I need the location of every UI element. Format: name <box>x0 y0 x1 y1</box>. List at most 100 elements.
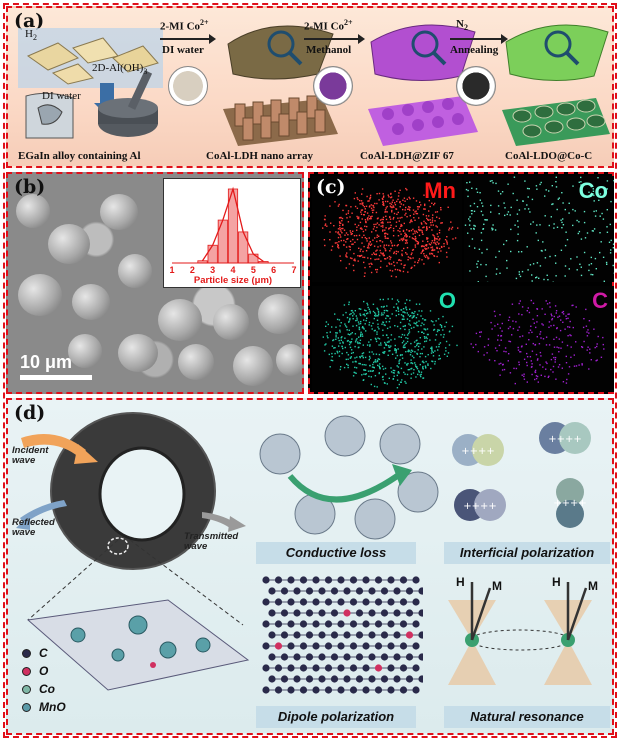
sem-particle <box>72 284 110 320</box>
histogram-x-label: Particle size (μm) <box>194 275 272 286</box>
eds-map-o: O <box>312 286 462 392</box>
m-moment-label: M <box>492 579 502 593</box>
histogram-x-tick-label: 5 <box>251 265 256 275</box>
step2-solvent: Methanol <box>306 44 352 56</box>
histogram-bar <box>248 253 259 264</box>
stage-label-coal-ldo: CoAl-LDO@Co-C <box>505 150 593 162</box>
sem-particle <box>118 334 158 372</box>
step3-process: Annealing <box>450 44 499 56</box>
histogram-x-tick-label: 4 <box>230 265 235 275</box>
coal-ldh-zif67-illustration <box>368 24 478 146</box>
sem-particle <box>233 346 273 386</box>
panel-c-letter: (c) <box>316 176 346 198</box>
particle-size-histogram: 1 2 3 4 5 6 7 Particle size (μm) <box>163 178 301 288</box>
legend-dot <box>22 703 31 713</box>
legend-dot <box>22 649 31 659</box>
mechanism-label-interfacial-polarization: Interficial polarization <box>444 542 610 564</box>
carbon-lattice-zoom <box>26 540 250 691</box>
histogram-x-tick-label: 3 <box>210 265 215 275</box>
toroid-absorber-illustration <box>50 412 216 570</box>
eds-label-c: C <box>592 288 608 313</box>
sem-particle <box>158 299 202 341</box>
mechanism-label-conductive-loss: Conductive loss <box>256 542 416 564</box>
histogram-x-tick-label: 7 <box>291 265 296 275</box>
stage-label-zif67: CoAl-LDH@ZIF 67 <box>360 150 454 162</box>
step1-reagents: 2-MI Co2+ <box>160 18 209 33</box>
sem-particle <box>18 274 62 316</box>
step1-arrow <box>160 34 216 44</box>
mechanism-label-dipole-polarization: Dipole polarization <box>256 706 416 728</box>
stage-label-coal-ldh: CoAl-LDH nano array <box>206 150 313 162</box>
incident-wave-arrow <box>21 434 98 464</box>
legend-item: C <box>22 646 48 660</box>
eds-label-mn: Mn <box>424 178 456 203</box>
svg-text:++++: ++++ <box>461 446 495 457</box>
coal-ldh-illustration <box>223 25 338 146</box>
scale-bar <box>20 375 92 380</box>
eds-map-co: Co <box>464 176 614 282</box>
m-moment-label: M <box>588 579 598 593</box>
reflected-wave-arrow <box>16 500 67 530</box>
nuaa-badge-1 <box>168 66 208 106</box>
interfacial-polarization-illustration: ++++ ++++ ++++ ++++ <box>452 422 591 528</box>
eds-dots-c <box>470 299 605 385</box>
nuaa-badge-2 <box>313 66 353 106</box>
svg-text:++++: ++++ <box>463 501 497 512</box>
transmitted-wave-arrow <box>202 512 246 532</box>
histogram-x-tick-label: 6 <box>271 265 276 275</box>
histogram-bar <box>207 244 218 264</box>
stage-label-egain: EGaIn alloy containing Al <box>18 150 141 162</box>
conductive-loss-illustration <box>259 415 439 540</box>
h-field-label: H <box>456 575 465 589</box>
histogram-svg: 1 2 3 4 5 6 7 Particle size (μm) <box>169 186 297 286</box>
panel-b-letter: (b) <box>14 176 46 198</box>
panel-d-letter: (d) <box>14 402 46 424</box>
sem-particle <box>48 224 90 264</box>
mechanism-label-natural-resonance: Natural resonance <box>444 706 610 728</box>
histogram-x-tick-label: 2 <box>190 265 195 275</box>
eds-map-c: C <box>464 286 614 392</box>
eds-dots-o <box>322 298 458 389</box>
sem-particle <box>258 294 300 334</box>
legend-item: Co <box>22 682 55 696</box>
scale-bar-label: 10 μm <box>20 352 73 372</box>
h-field-label: H <box>552 575 561 589</box>
histogram-x-tick-label: 1 <box>169 265 174 275</box>
al-oh-sheets-illustration <box>18 28 163 139</box>
di-water-left-label: DI water <box>42 90 81 102</box>
legend-dot <box>22 685 31 695</box>
figure-frame <box>3 3 617 738</box>
svg-text:++++: ++++ <box>548 434 582 445</box>
sem-particle <box>118 254 152 288</box>
sem-particle <box>276 344 302 376</box>
histogram-trend-line <box>201 186 264 263</box>
dipole-polarization-lattice <box>262 576 423 694</box>
legend-dot <box>22 667 31 677</box>
nuaa-badge-3 <box>456 66 496 106</box>
eds-label-o: O <box>438 288 456 313</box>
step2-arrow <box>304 34 365 44</box>
h2-label: H2 <box>25 28 37 43</box>
panel-a: (a) H2 2D-Al(OH)3 DI water 2-MI Co2+ DI … <box>6 6 614 168</box>
step1-solvent: DI water <box>162 44 204 56</box>
coal-ldo-co-c-illustration <box>502 24 610 146</box>
sem-particle <box>68 334 102 368</box>
eds-dots-mn <box>322 187 459 278</box>
sem-particle <box>213 304 249 340</box>
panel-b-sem: (b) 1 2 3 4 5 6 7 Particle size (μm) 10 μm <box>6 172 304 394</box>
svg-text:++++: ++++ <box>553 498 587 509</box>
step2-reagents: 2-MI Co2+ <box>304 18 353 33</box>
step3-gas: N2 <box>456 18 468 33</box>
eds-map-mn: Mn <box>312 176 462 282</box>
legend-item: O <box>22 664 48 678</box>
sem-particle <box>178 344 214 380</box>
sem-particle <box>16 194 50 228</box>
step3-arrow <box>450 34 508 44</box>
natural-resonance-illustration: H M H M <box>448 575 598 685</box>
sem-particle <box>100 194 138 230</box>
legend-item: MnO <box>22 700 66 714</box>
